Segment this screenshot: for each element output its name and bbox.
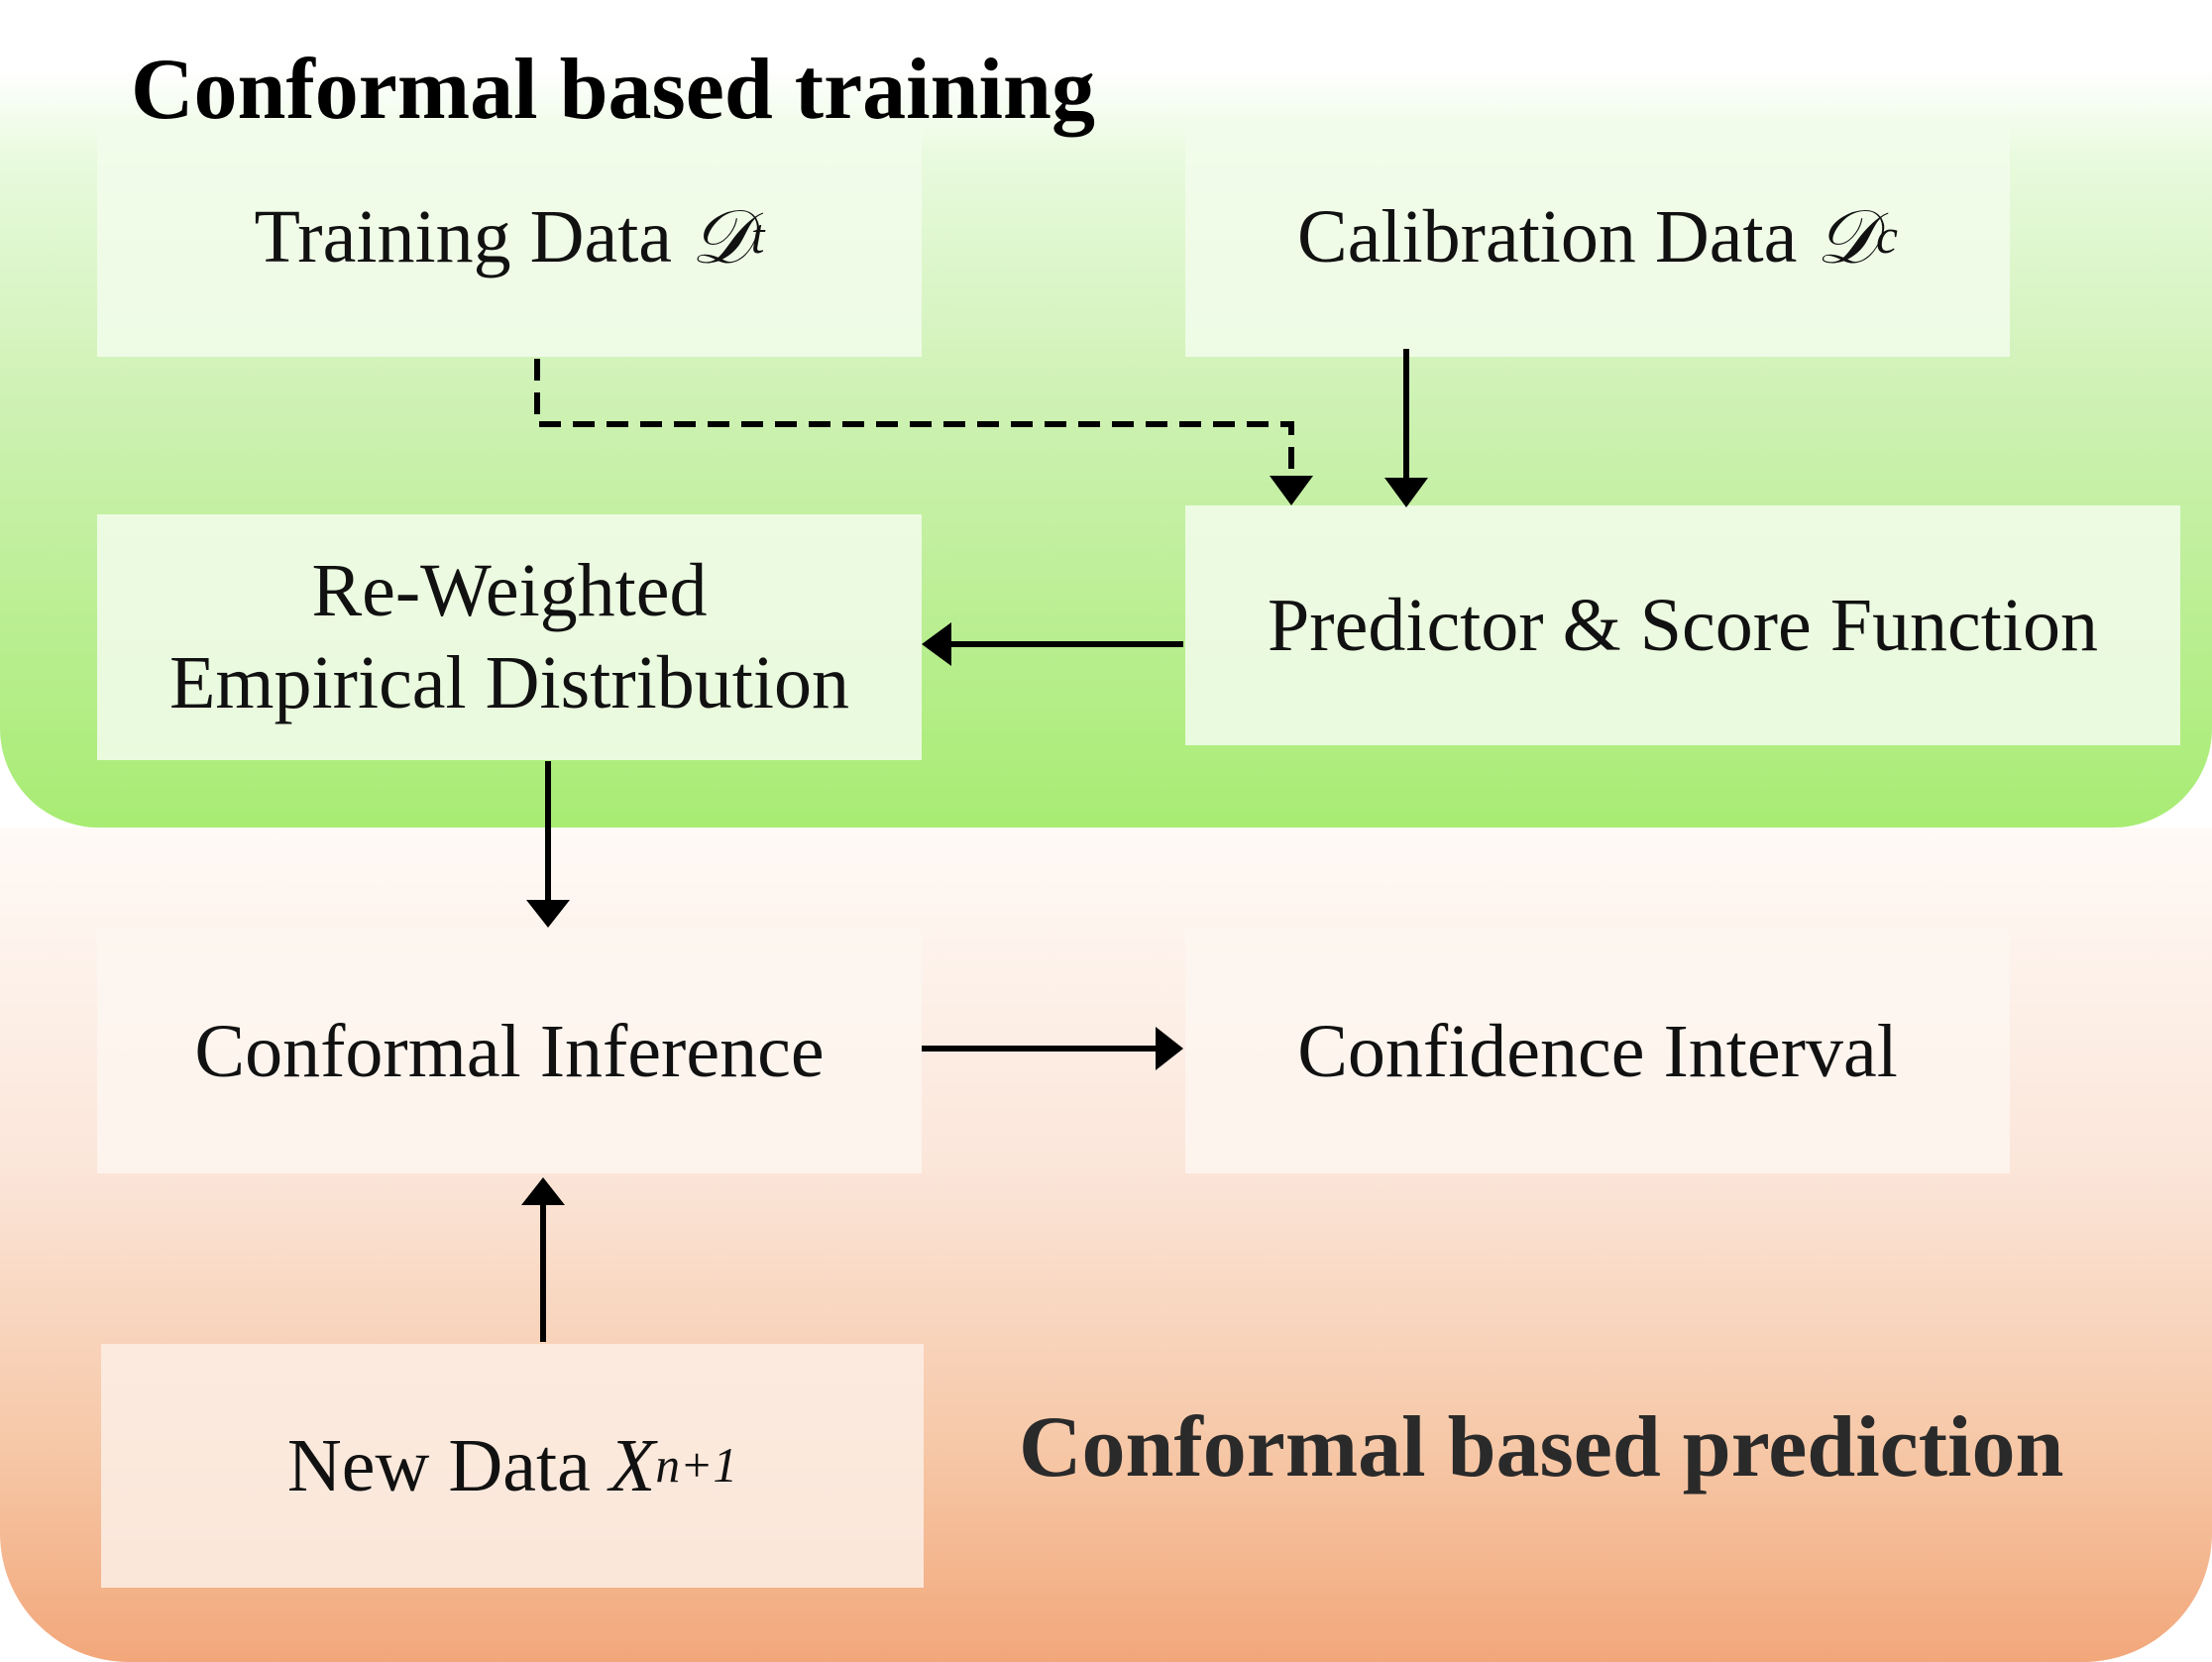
arrowhead-newdata-to-inference (521, 1177, 565, 1205)
prediction-section-title: Conformal based prediction (1019, 1399, 2064, 1496)
reweighted-line2: Empirical Distribution (168, 641, 849, 724)
predictor-score-box: Predictor & Score Function (1185, 505, 2180, 745)
arrowhead-reweighted-to-inference (526, 900, 570, 928)
training-section-title: Conformal based training (131, 42, 1095, 138)
arrowhead-training-to-predictor (1270, 476, 1313, 505)
conformal-inference-box: Conformal Inference (97, 930, 922, 1173)
reweighted-line1: Re-Weighted (311, 549, 708, 633)
calibration-data-symbol: 𝒟 (1816, 191, 1877, 280)
calibration-data-subscript: c (1876, 208, 1898, 264)
new-data-symbol: X (608, 1423, 656, 1507)
arrowhead-inference-to-interval (1156, 1027, 1183, 1070)
predictor-score-label: Predictor & Score Function (1268, 583, 2098, 667)
confidence-interval-box: Confidence Interval (1185, 930, 2010, 1173)
training-data-symbol: 𝒟 (691, 191, 751, 280)
calibration-data-label: Calibration Data (1297, 194, 1817, 278)
confidence-interval-label: Confidence Interval (1297, 1009, 1898, 1093)
conformal-inference-label: Conformal Inference (194, 1009, 825, 1093)
new-data-label: New Data (286, 1423, 609, 1507)
reweighted-distribution-box: Re-Weighted Empirical Distribution (97, 514, 922, 760)
arrow-training-to-predictor (534, 359, 1294, 478)
arrowhead-calibration-to-predictor (1384, 478, 1428, 507)
training-data-subscript: t (750, 208, 765, 264)
arrowhead-predictor-to-reweighted (922, 622, 951, 666)
training-data-label: Training Data (254, 194, 692, 278)
new-data-subscript: n+1 (655, 1437, 738, 1493)
